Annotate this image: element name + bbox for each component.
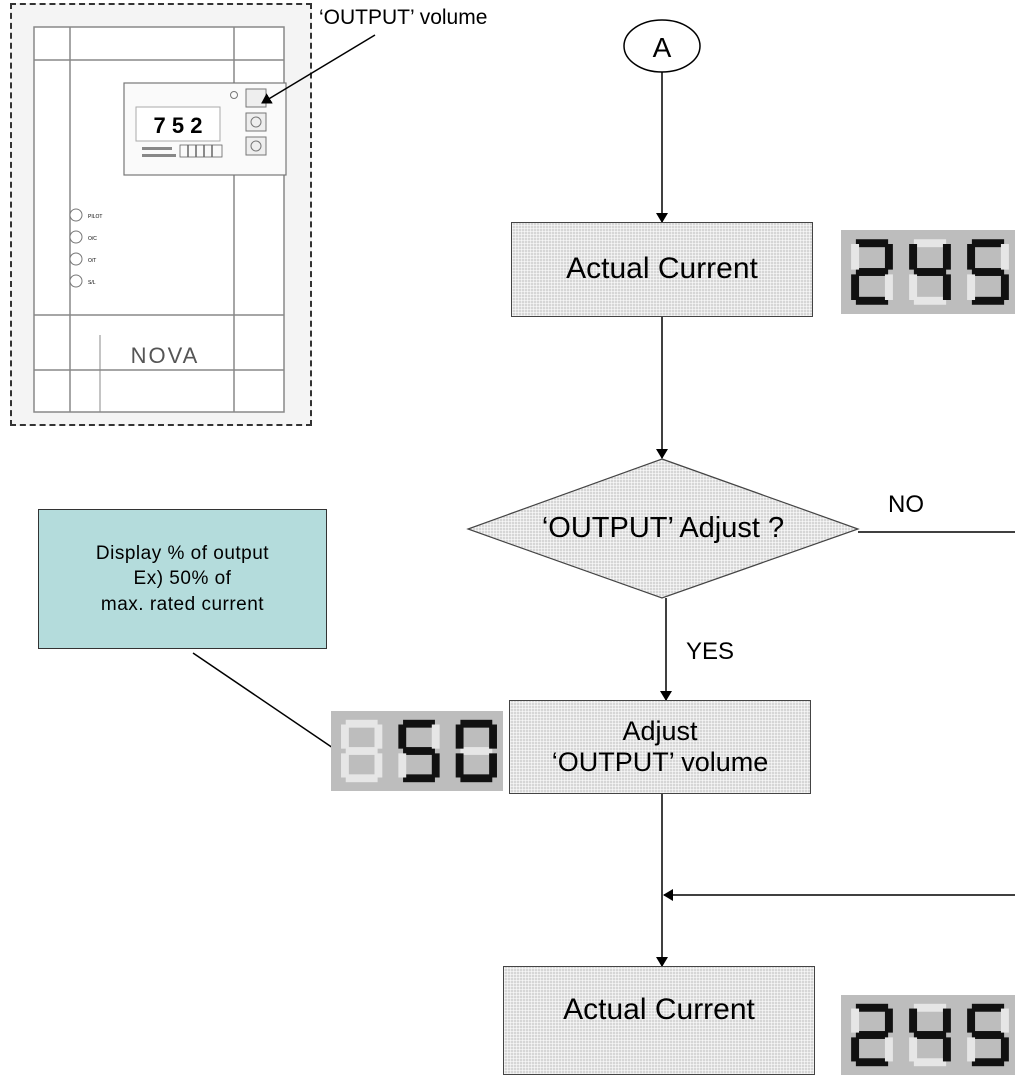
segment-f	[398, 724, 407, 749]
connector-a-label: A	[653, 32, 672, 63]
segment-f	[455, 724, 464, 749]
segment-a	[345, 719, 378, 728]
indicator-oc: O/C	[88, 236, 97, 242]
actual-current-label-top: Actual Current	[566, 252, 758, 286]
segment-f	[341, 724, 349, 749]
segment-d	[345, 774, 378, 783]
no-label: NO	[888, 491, 924, 518]
segment-a	[971, 239, 1005, 248]
adjust-line-1: Adjust	[622, 715, 698, 746]
adjust-line-2: ‘OUTPUT’ volume	[551, 747, 769, 777]
segment-g	[971, 1031, 1005, 1039]
connector-a: A	[623, 19, 701, 73]
segment-a	[855, 1003, 889, 1012]
segment-c	[884, 274, 893, 300]
note-line-3: max. rated current	[100, 593, 265, 615]
indicator-sl: S/L	[88, 280, 96, 286]
decision-label: ‘OUTPUT’ Adjust ?	[541, 512, 785, 544]
note-line-2: Ex) 50% of	[133, 568, 232, 590]
segment-f	[909, 244, 918, 270]
segment-a	[913, 239, 947, 248]
segment-b	[374, 724, 383, 749]
actual-current-box-top: Actual Current	[511, 222, 813, 317]
segment-e	[341, 753, 349, 778]
segment-f	[909, 1008, 918, 1033]
segment-d	[913, 296, 947, 305]
segment-digits-top	[851, 239, 1009, 305]
segment-e	[967, 274, 976, 300]
segment-b	[1000, 1008, 1009, 1033]
yes-label: YES	[686, 638, 735, 665]
note-line-1: Display % of output	[95, 542, 270, 564]
segment-d	[460, 774, 493, 783]
segment-b	[884, 244, 893, 270]
actual-current-box-bottom: Actual Current	[503, 966, 815, 1075]
segment-g	[855, 268, 889, 276]
segment-f	[851, 1008, 860, 1033]
display-note: Display % of output Ex) 50% of max. rate…	[38, 509, 327, 649]
segment-d	[971, 296, 1005, 305]
segment-a	[855, 239, 889, 248]
segment-a	[460, 719, 493, 728]
segment-e	[455, 753, 464, 778]
segment-d	[971, 1058, 1005, 1067]
segment-d	[855, 296, 889, 305]
segment-c	[489, 753, 497, 778]
segment-d	[913, 1058, 947, 1067]
device-brand: NOVA	[131, 343, 200, 368]
segment-c	[884, 1037, 893, 1062]
segment-e	[967, 1037, 976, 1062]
segment-display-middle	[331, 711, 503, 791]
segment-c	[942, 274, 951, 300]
segment-a	[913, 1003, 947, 1012]
segment-b	[1000, 244, 1009, 270]
device-display	[135, 106, 221, 142]
actual-current-label-bottom: Actual Current	[563, 993, 755, 1026]
indicator-ot: O/T	[88, 258, 96, 264]
segment-g	[460, 747, 493, 755]
segment-g	[971, 268, 1005, 276]
segment-c	[431, 753, 440, 778]
segment-e	[909, 274, 918, 300]
segment-c	[1000, 274, 1009, 300]
segment-b	[489, 724, 497, 749]
segment-c	[374, 753, 383, 778]
segment-f	[967, 244, 976, 270]
indicator-pilot: PILOT	[88, 214, 102, 220]
segment-digits-middle	[341, 719, 497, 783]
segment-c	[1000, 1037, 1009, 1062]
segment-b	[942, 1008, 951, 1033]
segment-g	[403, 747, 435, 755]
segment-b	[431, 724, 440, 749]
segment-f	[967, 1008, 976, 1033]
segment-b	[884, 1008, 893, 1033]
segment-e	[909, 1037, 918, 1062]
segment-d	[855, 1058, 889, 1067]
adjust-output-box: Adjust ‘OUTPUT’ volume	[509, 700, 811, 794]
segment-c	[942, 1037, 951, 1062]
segment-e	[398, 753, 407, 778]
segment-a	[971, 1003, 1005, 1012]
segment-display-bottom	[841, 995, 1015, 1075]
segment-display-top	[841, 230, 1015, 314]
segment-g	[345, 747, 378, 755]
device-display-text: 7 5 2	[154, 113, 203, 138]
segment-g	[913, 268, 947, 276]
segment-e	[851, 1037, 860, 1062]
segment-d	[403, 774, 435, 783]
segment-f	[851, 244, 860, 270]
decision-diamond	[466, 458, 860, 599]
segment-b	[942, 244, 951, 270]
device-panel-frame: 7 5 2 PILOT O/C O/T S/L NOVA	[10, 3, 312, 426]
segment-a	[403, 719, 435, 728]
segment-g	[855, 1031, 889, 1039]
device-illustration: 7 5 2 PILOT O/C O/T S/L NOVA	[33, 26, 287, 413]
segment-digits-bottom	[851, 1003, 1009, 1067]
segment-g	[913, 1031, 947, 1039]
output-volume-callout: ‘OUTPUT’ volume	[319, 6, 488, 29]
segment-e	[851, 274, 860, 300]
